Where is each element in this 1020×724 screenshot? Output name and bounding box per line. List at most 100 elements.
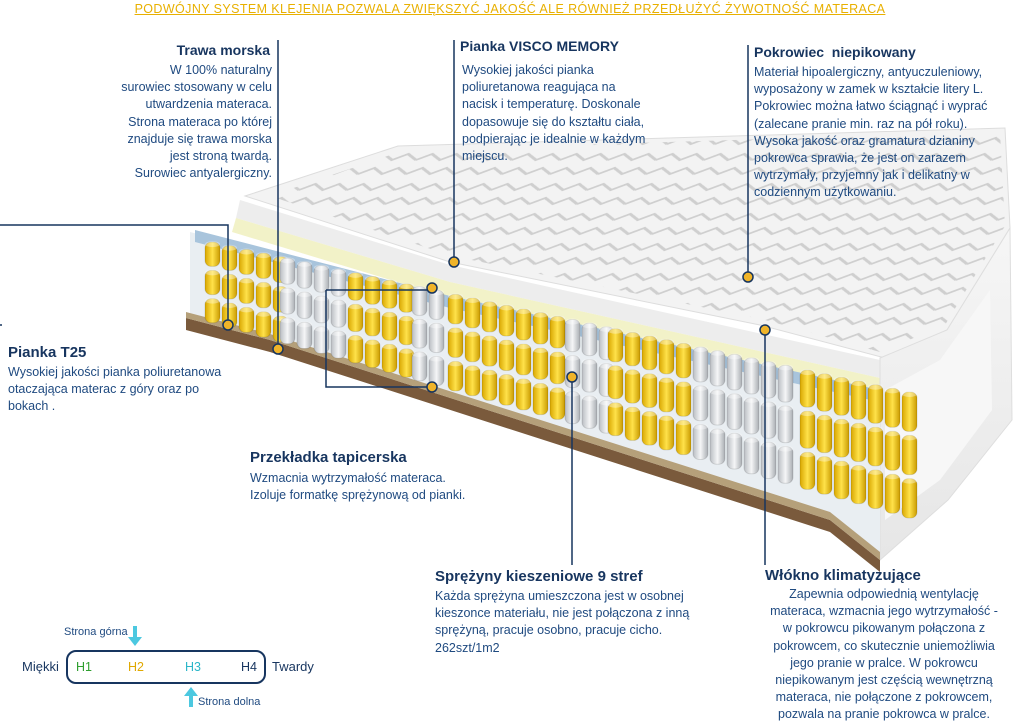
spring-coil [581,359,598,393]
spring-top [817,414,832,421]
spring-coil [279,317,296,345]
spring-top [550,386,565,393]
spring-coil [330,299,347,328]
spring-coil [675,381,692,417]
spring-top [608,401,623,408]
wlokno-line: niepikowanym jest częścią wewnętrzną [775,673,993,688]
spring-coil [330,330,347,359]
trawa-line: W 100% naturalny [169,63,272,77]
spring-coil [867,469,884,509]
spring-top [482,369,497,376]
spring-coil [867,426,884,467]
sprezyny-title: Sprężyny kieszeniowe 9 stref [435,568,643,585]
spring-coil [364,307,381,337]
spring-coil [428,322,445,353]
spring-coil [279,257,296,285]
spring-coil [238,277,255,304]
spring-top [205,297,220,304]
spring-coil [296,321,313,350]
sprezyny-line: Każda sprężyna umieszczona jest w osobne… [435,589,684,603]
spring-coil [816,414,833,454]
spring-coil [777,364,794,403]
spring-top [348,334,363,341]
spring-coil [726,432,743,470]
sprezyny-line: sprężyną, pracuje osobno, pracuje cicho. [435,623,663,638]
spring-coil [884,387,901,428]
level-h3: H3 [185,660,201,674]
spring-top [429,322,444,329]
spring-coil [624,369,641,404]
spring-top [499,338,514,345]
spring-top [365,307,380,314]
visco-line: dopasowuje się do kształtu ciała, [462,114,645,129]
spring-coil [816,373,833,412]
spring-top [533,346,548,353]
trawa-line: jest stroną twardą. [169,149,272,164]
spring-coil [279,287,296,315]
spring-top [482,300,497,307]
spring-coil [675,419,692,456]
spring-coil [726,393,743,430]
spring-coil [238,248,255,275]
spring-top [239,248,254,255]
spring-top [365,275,380,282]
spring-top [625,406,640,413]
spring-top [382,311,397,318]
spring-coil [464,297,481,329]
spring-top [817,455,832,462]
spring-top [516,308,531,315]
spring-coil [498,374,515,406]
spring-coil [743,357,760,395]
przekladka-title: Przekładka tapicerska [250,449,407,466]
spring-top [727,432,742,439]
spring-coil [447,293,464,325]
spring-top [256,252,271,259]
spring-coil [498,339,515,372]
spring-coil [777,405,794,444]
spring-top [885,387,900,394]
spring-top [205,241,220,248]
spring-top [239,306,254,313]
wlokno-line: Zapewnia odpowiednią wentylację [789,587,979,601]
spring-coil [743,437,760,475]
sprezyny-line: 262szt/1m2 [435,640,500,655]
spring-top [412,351,427,358]
spring-top [499,304,514,311]
spring-coil [799,451,816,490]
wlokno-line: materaca, nie połączone z pokrowcem, [775,690,993,705]
pokrowiec-line: pokrowca sprawia, że jest on zarazem [754,151,966,166]
spring-coil [850,464,867,505]
spring-top [499,373,514,380]
spring-top [744,357,759,364]
spring-top [412,318,427,325]
spring-coil [204,241,221,267]
level-h1: H1 [76,660,92,674]
visco-line: podpierając je idealnie w każdym [462,131,646,146]
spring-top [902,434,917,441]
spring-coil [381,343,398,373]
spring-top [222,244,237,251]
spring-top [582,394,597,401]
visco-line: miejscu. [462,149,508,164]
spring-top [710,349,725,356]
spring-coil [709,389,726,426]
spring-coil [255,281,272,309]
spring-coil [901,391,918,432]
spring-coil [901,434,918,476]
spring-coil [238,306,255,333]
spring-top [256,310,271,317]
spring-top [533,311,548,318]
spring-top [222,273,237,280]
trawa-line: utwardzenia materaca. [145,97,272,112]
spring-top [868,383,883,390]
spring-top [314,264,329,271]
spring-top [727,392,742,399]
top-side-label: Strona górna [64,626,128,638]
spring-top [280,257,295,264]
spring-top [565,354,580,361]
spring-coil [641,335,658,371]
przekladka-body: Wzmacnia wytrzymałość materaca. Izoluje … [250,470,530,504]
spring-top [582,358,597,365]
arrow-down-icon [128,626,142,646]
